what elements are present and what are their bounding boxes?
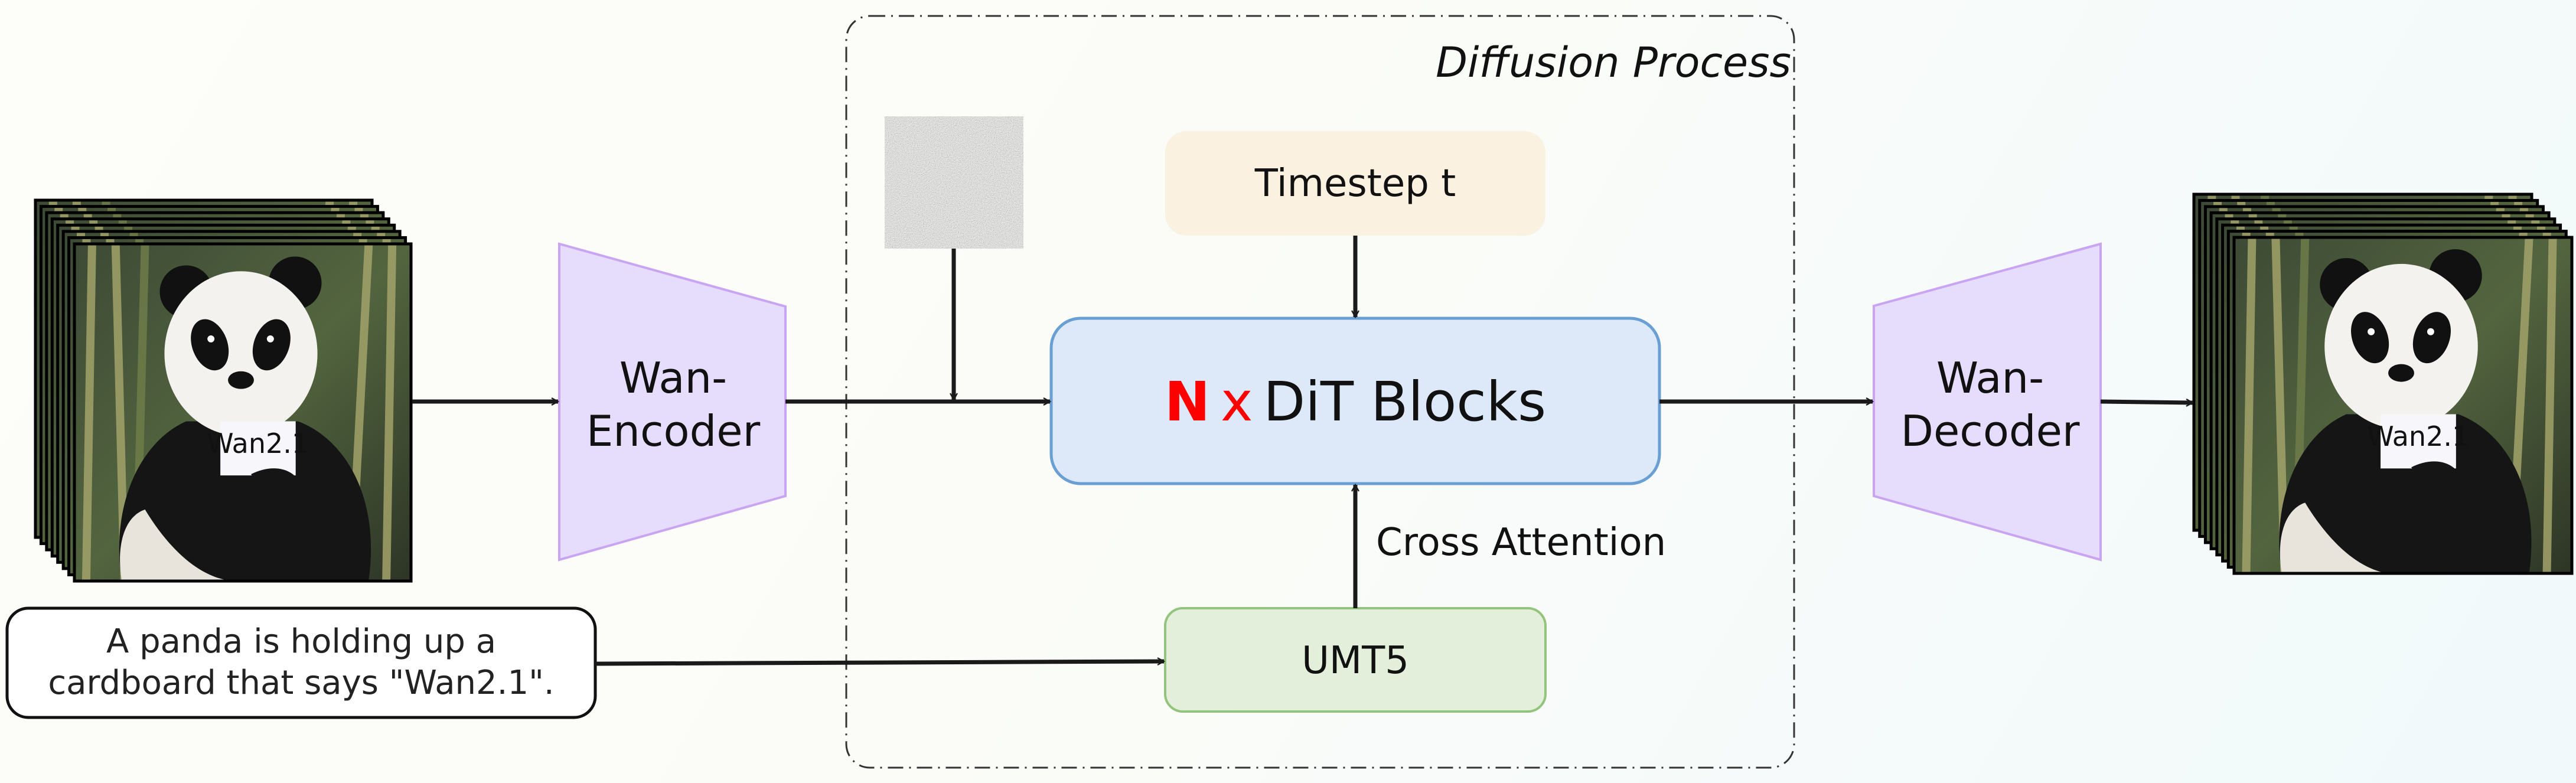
- umt5-label: UMT5: [1302, 639, 1409, 683]
- video-frame-border: [2232, 236, 2574, 575]
- decoder-label-line1: Wan-: [1936, 353, 2044, 403]
- output-video-frames: Wan2.1: [2192, 193, 2574, 575]
- diffusion-process-title: Diffusion Process: [1436, 38, 1791, 87]
- noise-latent-image: [885, 116, 1023, 249]
- arrow-prompt-to-umt5: [595, 661, 1164, 666]
- input-video-frames: Wan2.1: [34, 198, 413, 583]
- dit-times: x: [1221, 370, 1253, 433]
- prompt-line2: cardboard that says "Wan2.1".: [48, 664, 554, 702]
- video-frame: [74, 244, 411, 580]
- encoder-label-line1: Wan-: [619, 353, 727, 403]
- arrow-decoder-to-frames: [2100, 402, 2193, 403]
- cardboard-sign-text: Wan2.1: [2367, 420, 2469, 452]
- dit-blocks-label: DiT Blocks: [1263, 370, 1546, 433]
- decoder-label-line2: Decoder: [1901, 406, 2080, 456]
- video-frame: [2235, 237, 2572, 573]
- encoder-label-line2: Encoder: [586, 406, 761, 456]
- prompt-line1: A panda is holding up a: [106, 622, 496, 661]
- timestep-label: Timestep t: [1254, 162, 1456, 205]
- timestep-block: [1165, 131, 1545, 236]
- dit-count-n: N: [1165, 370, 1210, 433]
- video-frame-border: [73, 242, 413, 583]
- cross-attention-label: Cross Attention: [1376, 521, 1666, 565]
- cardboard-sign-text: Wan2.1: [207, 428, 309, 459]
- wan-encoder-block: [558, 242, 787, 562]
- wan-decoder-block: [1873, 242, 2102, 562]
